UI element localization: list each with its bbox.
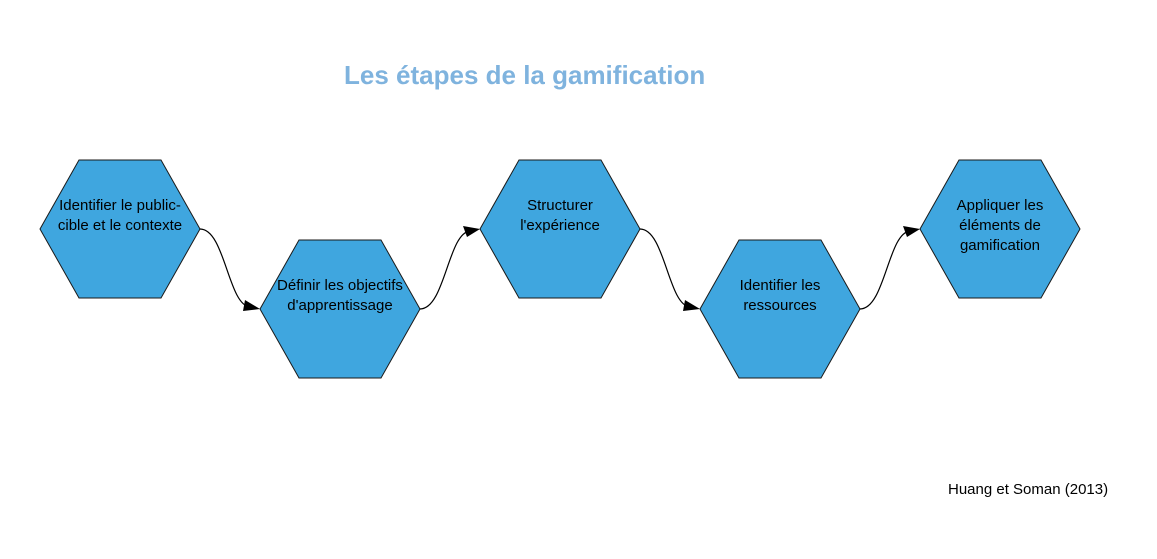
arrowhead-4-5 [903,226,920,237]
connector-1-2 [199,228,251,308]
arrowhead-3-4 [683,300,700,311]
step-3-label: Structurer l'expérience [520,197,600,234]
step-5-label: Appliquer les éléments de gamification [956,197,1044,254]
step-4-label: Identifier les ressources [739,277,821,314]
connector-4-5 [859,230,911,310]
arrowhead-2-3 [463,226,480,237]
connector-3-4 [639,228,691,308]
step-5-hexagon [919,159,1081,299]
source-citation: Huang et Soman (2013) [948,481,1109,498]
arrowhead-1-2 [243,300,260,311]
connector-2-3 [419,230,471,310]
step-1-label: Identifier le public-cible et le context… [57,197,183,234]
diagram-title: Les étapes de la gamification [344,60,706,90]
step-2-label: Définir les objectifs d'apprentissage [277,277,403,314]
